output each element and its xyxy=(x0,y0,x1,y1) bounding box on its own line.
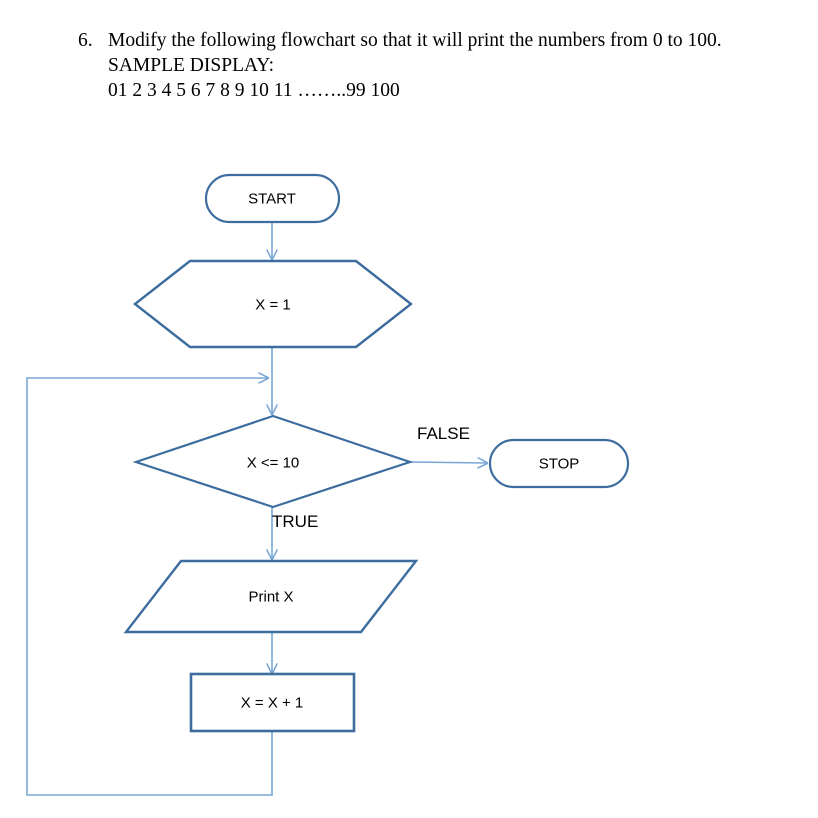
node-increment-shape[interactable] xyxy=(189,672,356,733)
sample-display-label: SAMPLE DISPLAY: xyxy=(108,55,274,76)
node-increment-label: X = X + 1 xyxy=(240,694,304,712)
node-stop-shape[interactable] xyxy=(488,438,630,489)
edge-decision-to-stop xyxy=(409,462,487,463)
sample-display-values: 01 2 3 4 5 6 7 8 9 10 11 ……..99 100 xyxy=(108,80,400,101)
question-block: 6. Modify the following flowchart so tha… xyxy=(78,28,798,103)
node-stop-label: STOP xyxy=(538,455,580,473)
question-line: 6. Modify the following flowchart so tha… xyxy=(78,28,798,53)
node-start-shape[interactable] xyxy=(204,173,341,224)
node-decision-shape[interactable] xyxy=(132,414,414,509)
node-init-label: X = 1 xyxy=(255,296,291,314)
question-text: Modify the following flowchart so that i… xyxy=(108,30,722,51)
node-decision-label: X <= 10 xyxy=(246,454,300,472)
shape-group xyxy=(123,173,630,733)
node-init-shape[interactable] xyxy=(133,259,413,349)
node-start-label: START xyxy=(248,190,296,208)
edge-label-true: TRUE xyxy=(272,512,319,531)
edge-label-false: FALSE xyxy=(417,424,470,443)
question-number: 6. xyxy=(78,30,93,51)
node-print-shape[interactable] xyxy=(123,559,419,634)
connector-group xyxy=(26,222,487,796)
node-print-label: Print X xyxy=(248,588,294,606)
edge-increment-to-decision-loop xyxy=(26,378,273,796)
